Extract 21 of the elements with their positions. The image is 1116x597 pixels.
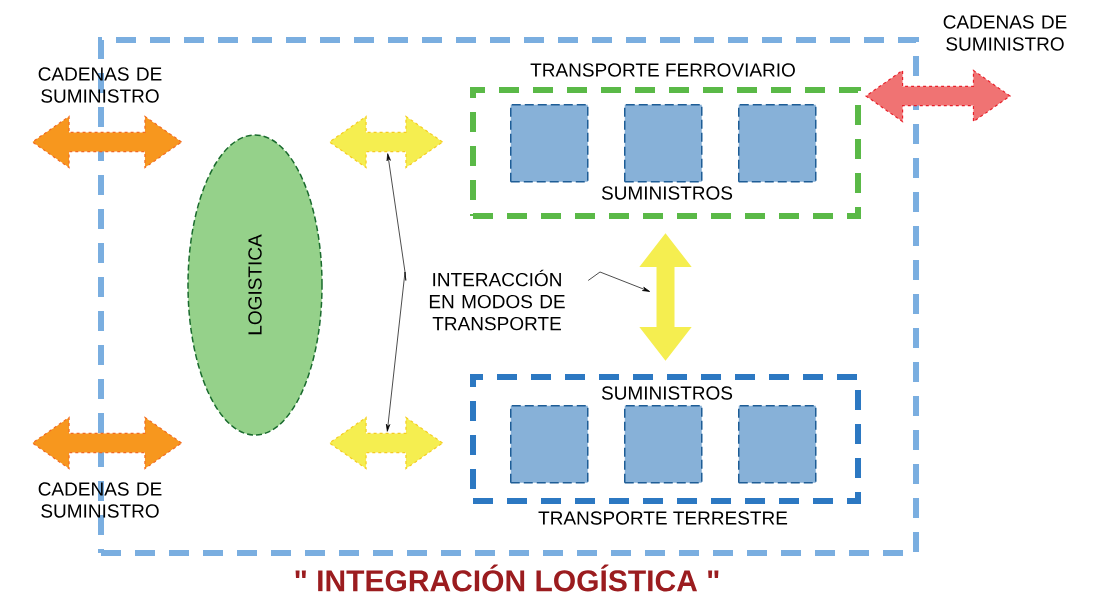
leader-line	[385, 271, 407, 432]
supply-square	[510, 405, 589, 484]
annotation-text: INTERACCIÓN EN MODOS DE TRANSPORTE	[429, 269, 565, 331]
title: " INTEGRACIÓN LOGÍSTICA "	[295, 564, 719, 592]
supply-square	[738, 405, 817, 484]
double-arrow	[31, 416, 183, 470]
node-label: TRANSPORTE FERROVIARIO	[530, 63, 795, 77]
leader-line	[587, 271, 650, 292]
node-label: TRANSPORTE TERRESTRE	[538, 511, 788, 525]
double-arrow	[328, 115, 444, 169]
arrow-label: CADENAS DE SUMINISTRO	[38, 482, 162, 518]
supply-square	[624, 104, 703, 183]
double-arrow	[328, 416, 444, 470]
arrow-label: CADENAS DE SUMINISTRO	[943, 15, 1067, 51]
supply-square	[738, 104, 817, 183]
supply-square	[624, 405, 703, 484]
transport-box: TRANSPORTE FERROVIARIO SUMINISTROS	[470, 63, 861, 219]
transport-box: SUMINISTROS TRANSPORTE TERRESTRE	[470, 374, 861, 525]
double-arrow	[31, 115, 183, 169]
supply-square	[510, 104, 589, 183]
arrow-label: CADENAS DE SUMINISTRO	[38, 67, 162, 103]
